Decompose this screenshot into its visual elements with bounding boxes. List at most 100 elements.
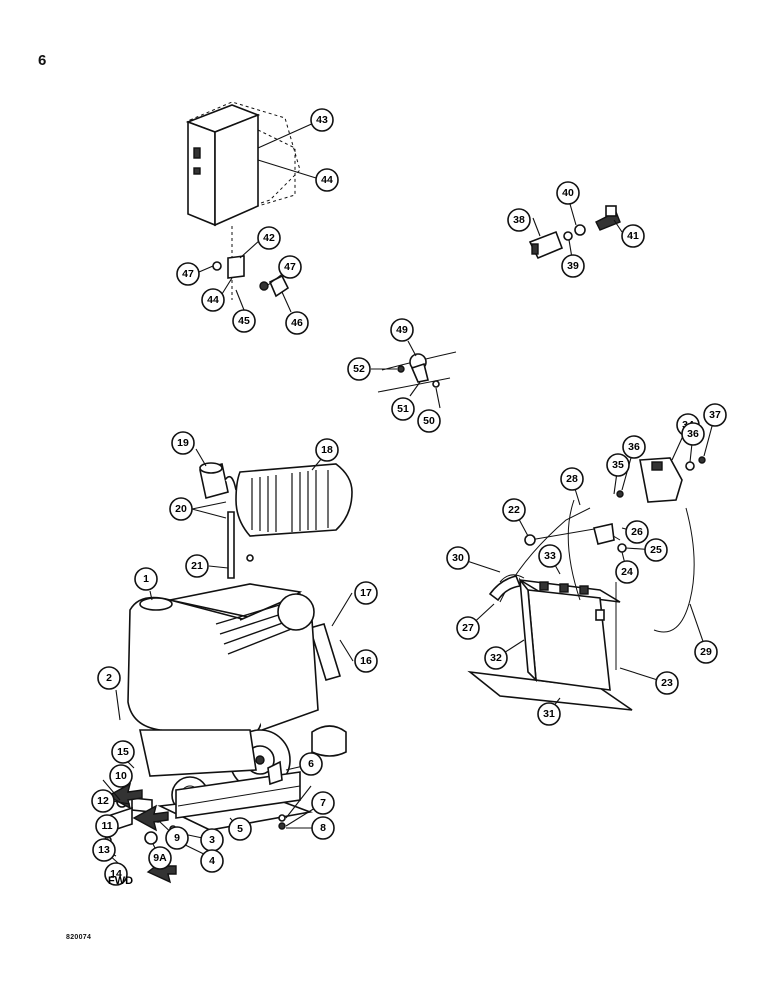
svg-text:47: 47 xyxy=(182,268,194,280)
svg-text:17: 17 xyxy=(360,587,372,599)
svg-text:11: 11 xyxy=(101,820,112,832)
svg-text:22: 22 xyxy=(508,504,520,516)
callout-9: 9 xyxy=(165,826,189,850)
svg-text:52: 52 xyxy=(353,363,365,375)
callout-33: 33 xyxy=(538,544,562,568)
callout-19: 19 xyxy=(171,431,195,455)
callout-32: 32 xyxy=(484,646,508,670)
svg-text:44: 44 xyxy=(207,294,219,306)
callout-16: 16 xyxy=(354,649,378,673)
svg-text:38: 38 xyxy=(513,214,525,226)
svg-text:9: 9 xyxy=(174,832,180,844)
battery-illustration xyxy=(467,456,706,711)
svg-text:4: 4 xyxy=(209,855,215,867)
callout-51: 51 xyxy=(391,397,415,421)
key-switch-illustration xyxy=(528,205,621,260)
svg-text:18: 18 xyxy=(321,444,333,456)
callout-30: 30 xyxy=(446,546,470,570)
callout-50: 50 xyxy=(417,409,441,433)
callout-15: 15 xyxy=(111,740,135,764)
callout-13: 13 xyxy=(92,838,116,862)
engine-illustration xyxy=(101,583,319,854)
svg-text:51: 51 xyxy=(397,403,409,415)
callout-36-a: 36 xyxy=(622,435,646,459)
callout-9a: 9A xyxy=(148,846,172,870)
panel-leaders xyxy=(198,121,317,313)
svg-text:45: 45 xyxy=(238,315,250,327)
callout-36-b: 36 xyxy=(681,422,705,446)
callout-2: 2 xyxy=(97,666,121,690)
callout-22: 22 xyxy=(502,498,526,522)
svg-text:31: 31 xyxy=(543,708,555,720)
callout-14: 14 xyxy=(104,862,128,886)
callout-31: 31 xyxy=(537,702,561,726)
callout-4: 4 xyxy=(200,849,224,873)
callout-42: 42 xyxy=(257,226,281,250)
svg-text:35: 35 xyxy=(612,459,624,471)
svg-text:10: 10 xyxy=(115,770,127,782)
callout-26: 26 xyxy=(625,520,649,544)
svg-text:24: 24 xyxy=(621,566,633,578)
callout-24: 24 xyxy=(615,560,639,584)
callout-46: 46 xyxy=(285,311,309,335)
svg-text:46: 46 xyxy=(291,317,303,329)
callout-44-b: 44 xyxy=(201,288,225,312)
control-panel-illustration xyxy=(185,101,301,300)
callout-41: 41 xyxy=(621,224,645,248)
svg-text:40: 40 xyxy=(562,187,574,199)
callout-39: 39 xyxy=(561,254,585,278)
callout-3: 3 xyxy=(200,828,224,852)
svg-text:39: 39 xyxy=(567,260,579,272)
svg-text:26: 26 xyxy=(631,526,643,538)
drawing-code: 820074 xyxy=(66,934,92,941)
svg-text:37: 37 xyxy=(709,409,721,421)
callout-27: 27 xyxy=(456,616,480,640)
callout-18: 18 xyxy=(315,438,339,462)
callout-44-a: 44 xyxy=(315,168,339,192)
svg-text:43: 43 xyxy=(316,114,328,126)
callout-12: 12 xyxy=(91,789,115,813)
svg-text:20: 20 xyxy=(175,503,187,515)
callout-10: 10 xyxy=(109,764,133,788)
callout-7: 7 xyxy=(311,791,335,815)
page-number: 6 xyxy=(38,52,47,69)
svg-text:9A: 9A xyxy=(153,852,167,864)
callout-21: 21 xyxy=(185,554,209,578)
callouts: 1 2 3 4 5 6 7 8 9 9A 10 11 12 13 14 15 1… xyxy=(91,108,727,886)
callout-5: 5 xyxy=(228,817,252,841)
svg-text:49: 49 xyxy=(396,324,408,336)
clamp-leaders xyxy=(371,340,441,409)
callout-29: 29 xyxy=(694,640,718,664)
svg-text:27: 27 xyxy=(462,622,474,634)
muffler-illustration xyxy=(199,462,353,757)
callout-8: 8 xyxy=(311,816,335,840)
svg-text:19: 19 xyxy=(177,437,189,449)
svg-text:2: 2 xyxy=(106,672,112,684)
callout-47-a: 47 xyxy=(176,262,200,286)
callout-40: 40 xyxy=(556,181,580,205)
callout-17: 17 xyxy=(354,581,378,605)
svg-text:41: 41 xyxy=(627,230,639,242)
callout-52: 52 xyxy=(347,357,371,381)
svg-text:47: 47 xyxy=(284,261,296,273)
svg-text:3: 3 xyxy=(209,834,215,846)
callout-23: 23 xyxy=(655,671,679,695)
svg-text:13: 13 xyxy=(98,844,110,856)
svg-text:14: 14 xyxy=(110,868,122,880)
fwd-label: FWD xyxy=(108,875,133,887)
svg-text:12: 12 xyxy=(97,795,109,807)
svg-text:7: 7 xyxy=(320,797,326,809)
callout-1: 1 xyxy=(134,567,158,591)
svg-text:50: 50 xyxy=(423,415,435,427)
callout-28: 28 xyxy=(560,467,584,491)
svg-text:16: 16 xyxy=(360,655,372,667)
svg-text:32: 32 xyxy=(490,652,502,664)
callout-35: 35 xyxy=(606,453,630,477)
svg-text:6: 6 xyxy=(308,758,314,770)
callout-47-b: 47 xyxy=(278,255,302,279)
callout-20: 20 xyxy=(169,497,193,521)
svg-text:28: 28 xyxy=(566,473,578,485)
callout-43: 43 xyxy=(310,108,334,132)
svg-text:33: 33 xyxy=(544,550,556,562)
